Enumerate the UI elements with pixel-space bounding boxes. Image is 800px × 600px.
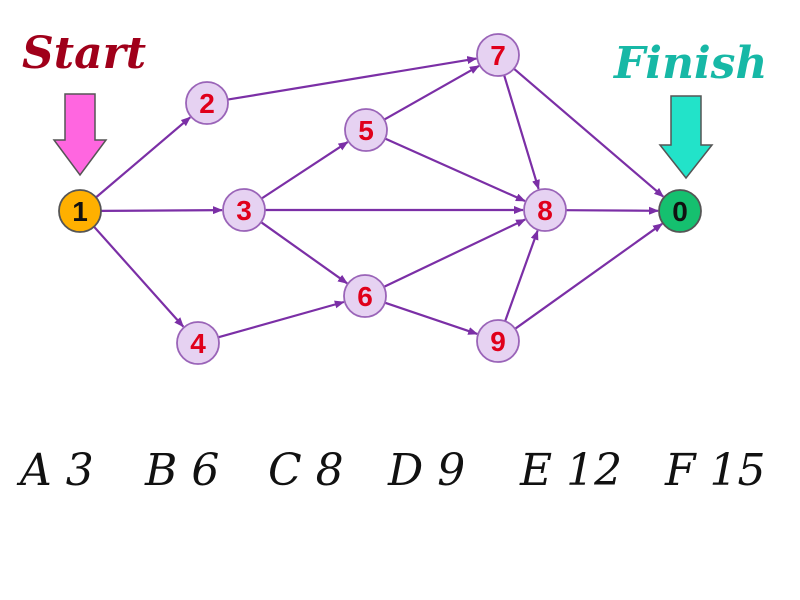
node-label: 2 (199, 88, 215, 119)
node-circle (58, 189, 102, 233)
legend-letter: A (16, 445, 52, 496)
node-3: 3 (222, 188, 266, 232)
legend-value: 12 (566, 445, 622, 496)
legend-value: 9 (437, 445, 465, 496)
node-circle (476, 33, 520, 77)
node-label: 7 (490, 40, 506, 71)
edge-2-7 (227, 56, 478, 101)
node-8: 8 (523, 188, 567, 232)
node-label: 8 (537, 195, 553, 226)
legend-value: 8 (316, 445, 344, 496)
node-label: 6 (357, 281, 373, 312)
legend-letter: B (144, 445, 177, 496)
node-circle (344, 108, 388, 152)
legend-item-f: F 15 (664, 445, 766, 496)
edge-3-5 (260, 141, 349, 200)
start-label: Start (22, 28, 146, 79)
edge-1-3 (100, 206, 223, 215)
edge-7-8 (503, 74, 540, 190)
finish-arrow-icon (658, 95, 714, 180)
start-arrow-icon (52, 93, 108, 177)
legend-value: 3 (66, 445, 94, 496)
node-circle (185, 81, 229, 125)
node-circle (476, 319, 520, 363)
edges-layer (93, 56, 665, 339)
legend-value: 6 (191, 445, 219, 496)
node-2: 2 (185, 81, 229, 125)
node-5: 5 (344, 108, 388, 152)
nodes-layer: 1 2 3 4 5 6 7 8 9 0 (58, 33, 702, 365)
legend-letter: E (519, 445, 552, 496)
node-circle (222, 188, 266, 232)
edge-4-6 (217, 300, 345, 339)
legend-letter: F (664, 445, 697, 496)
node-circle (658, 189, 702, 233)
node-label: 3 (236, 195, 252, 226)
node-label: 4 (190, 328, 206, 359)
node-label: 0 (672, 196, 688, 227)
edge-6-9 (384, 301, 479, 335)
edge-6-8 (383, 218, 527, 288)
edge-1-2 (95, 116, 191, 199)
legend-item-e: E 12 (519, 445, 622, 496)
finish-label: Finish (612, 38, 767, 89)
edge-5-8 (384, 137, 526, 203)
edge-9-0 (514, 222, 663, 330)
node-7: 7 (476, 33, 520, 77)
node-label: 5 (358, 115, 374, 146)
node-0: 0 (658, 189, 702, 233)
node-9: 9 (476, 319, 520, 363)
edge-9-8 (504, 229, 539, 322)
edge-3-6 (260, 221, 348, 285)
legend-letter: C (268, 445, 302, 496)
node-circle (176, 321, 220, 365)
node-4: 4 (176, 321, 220, 365)
edge-8-0 (565, 206, 659, 215)
node-6: 6 (343, 274, 387, 318)
legend-value: 15 (710, 445, 766, 496)
node-circle (523, 188, 567, 232)
node-label: 9 (490, 326, 506, 357)
edge-5-7 (383, 64, 480, 121)
node-1: 1 (58, 189, 102, 233)
node-circle (343, 274, 387, 318)
edge-7-0 (513, 67, 665, 198)
edge-1-4 (93, 225, 185, 328)
legend-letter: D (387, 445, 423, 496)
node-label: 1 (72, 196, 88, 227)
